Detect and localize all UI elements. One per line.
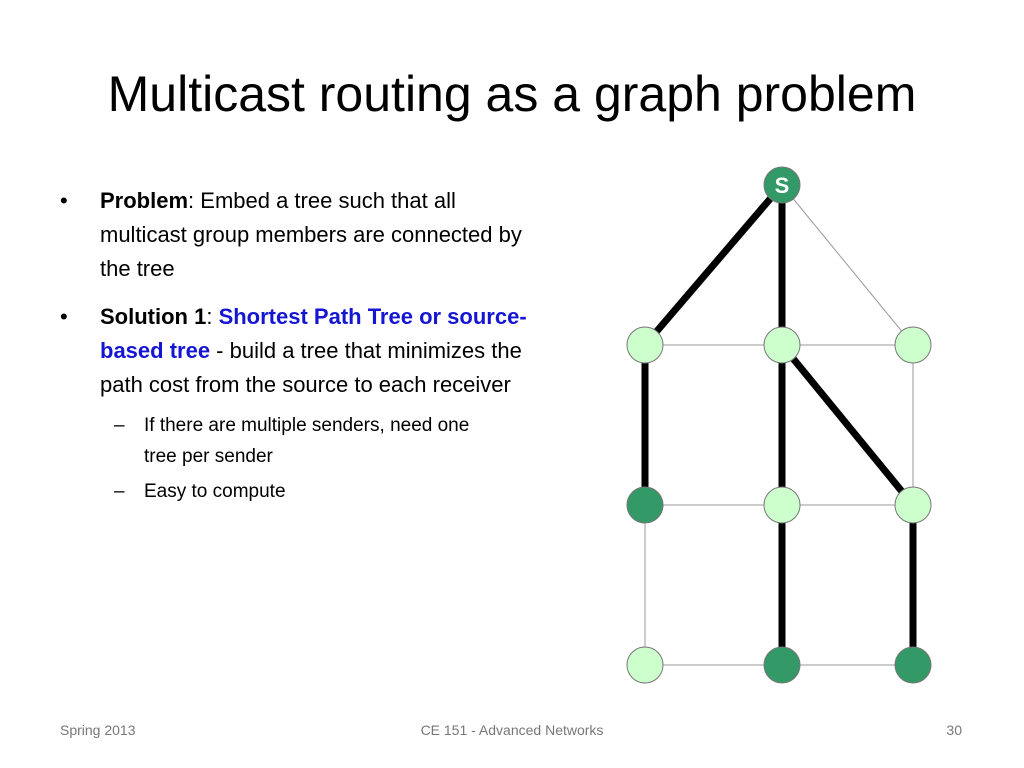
receiver-node [894,646,932,684]
graph-node [894,326,932,364]
bullet-highlight: Shortest Path Tree or source-based tree [100,304,527,363]
graph-edge [781,184,914,346]
bullet-text: Embed a tree such that all multicast gro… [100,188,522,281]
sub-bullet-multiple-senders: – If there are multiple senders, need on… [60,410,504,472]
bullet-list: • Problem: Embed a tree such that all mu… [60,184,530,517]
sub-bullet-dash: – [114,415,125,436]
tree-edge [642,182,785,348]
graph-node [894,486,932,524]
bullet-label: Problem [100,188,189,213]
bullet-text: - build a tree that minimizes the path c… [100,338,522,397]
receiver-node [763,646,801,684]
sub-bullet-text: Easy to compute [144,481,286,502]
graph-node [626,326,664,364]
graph-node [763,326,801,364]
bullet-dot: • [60,304,68,329]
bullet-label: Solution 1 [100,304,207,329]
graph-nodes [626,166,932,684]
receiver-node [626,486,664,524]
graph-node [763,486,801,524]
multicast-graph-diagram: S [626,166,932,684]
sub-bullet-text: If there are multiple senders, need one … [144,415,470,467]
graph-node [626,646,664,684]
footer-date: Spring 2013 [60,722,136,738]
footer-course: CE 151 - Advanced Networks [420,722,604,738]
bullet-separator: : [188,188,195,213]
source-node [763,166,801,204]
sub-bullet-easy: – Easy to compute [60,476,504,507]
tree-edge [779,342,916,508]
bullet-dot: • [60,188,68,213]
source-label: S [775,173,790,198]
tree-edges [641,182,917,665]
slide-title: Multicast routing as a graph problem [107,66,917,122]
sub-bullet-dash: – [114,481,125,502]
footer-page-number: 30 [946,722,962,738]
bullet-problem: • Problem: Embed a tree such that all mu… [60,184,530,286]
bullet-solution: • Solution 1: Shortest Path Tree or sour… [60,300,530,402]
bullet-separator: : [206,304,213,329]
